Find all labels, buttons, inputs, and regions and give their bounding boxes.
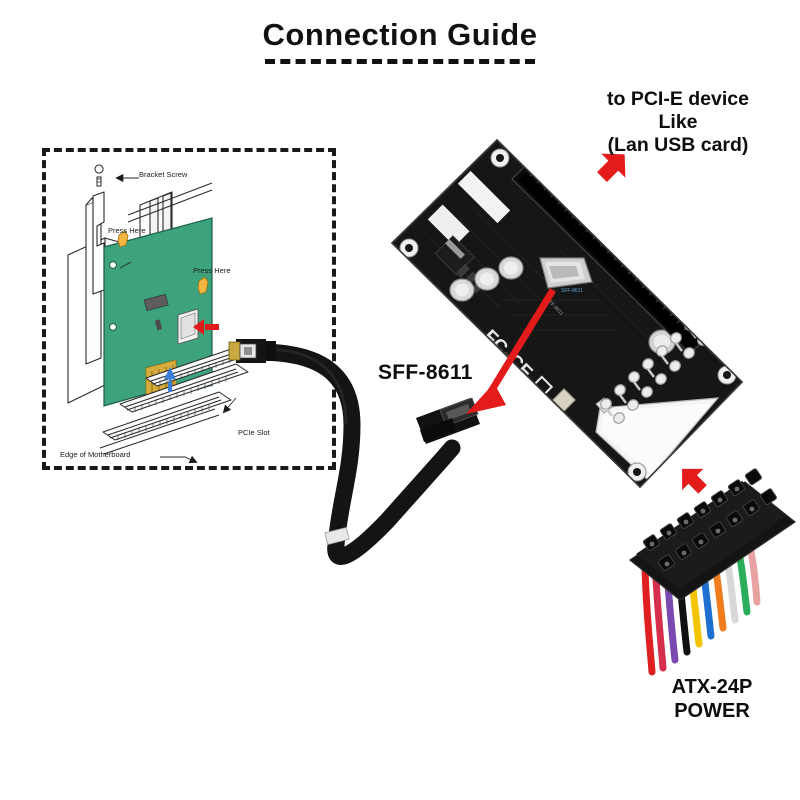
callout-label-sff-8611: SFF-8611 [378,361,473,384]
diagram-label-edge-of-motherboard: Edge of Motherboard [60,450,131,459]
title-underline-dashes [265,59,535,65]
sff-8611-cable-connector [416,397,480,444]
installation-diagram-frame [42,148,336,470]
sff-8611-port: SFF-8611 [539,257,593,294]
atx-24p-connector [628,468,797,601]
svg-text:POWER SW: POWER SW [555,405,579,429]
svg-text:FC: FC [479,326,512,359]
atx-24p-header [595,319,720,481]
callout-label-pcie-device: to PCI-E device Like (Lan USB card) [607,88,749,156]
svg-text:CE: CE [503,350,537,384]
diagram-label-press-here-top: Press Here [108,226,146,235]
red-arrow-atx [682,468,707,494]
title-block: Connection Guide [0,17,800,65]
svg-text:SFF-8611: SFF-8611 [545,297,565,317]
cable-tie [324,527,350,545]
red-arrow-sff8611 [466,288,556,414]
page-title: Connection Guide [262,17,538,52]
capacitors [449,256,676,355]
callout-label-atx-24p-power: ATX-24P POWER [671,676,753,722]
diagram-label-bracket-screw: Bracket Screw [139,170,188,179]
pcie-x16-slot [511,162,707,355]
svg-text:Made in China: Made in China [488,337,515,364]
diagram-label-press-here-right: Press Here [193,266,231,275]
diagram-label-pcie-slot: PCIe Slot [238,428,270,437]
svg-text:SFF-8611: SFF-8611 [561,288,583,294]
